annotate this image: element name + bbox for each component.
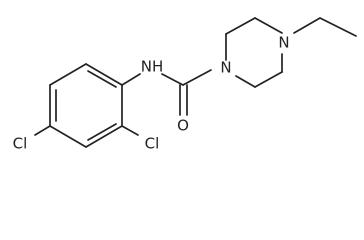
ring-double-bond [87,123,117,141]
bond-ring-nh [121,73,141,86]
ring-double-bond [87,70,117,88]
ring-bond [49,125,87,148]
bond-n-ethyl [293,17,321,34]
bond-ring-cl-para [34,125,51,136]
bond-nh-carbonyl [161,73,184,86]
ring-bond [254,71,283,88]
atom-label-cl-ortho: Cl [145,135,160,153]
benzene-ring [49,63,123,148]
atom-label-cl-para: Cl [13,135,28,153]
bond-ethyl [319,17,357,37]
chemical-structure: NH N N O Cl Cl [13,17,357,153]
bond-carbonyl-n [182,69,212,86]
ring-bond [235,75,256,88]
atom-label-n-ethyl: N [278,34,289,52]
atom-label-o: O [177,117,189,135]
atom-label-nh: NH [141,58,164,76]
ring-bond [85,63,123,86]
ring-bond [254,17,283,34]
bond-ring-cl-ortho [121,125,139,136]
ring-bond [225,17,256,35]
ring-bond [85,125,123,148]
atom-label-n-amide: N [220,59,231,77]
ring-bond [49,63,87,86]
piperazine-ring [225,17,283,88]
